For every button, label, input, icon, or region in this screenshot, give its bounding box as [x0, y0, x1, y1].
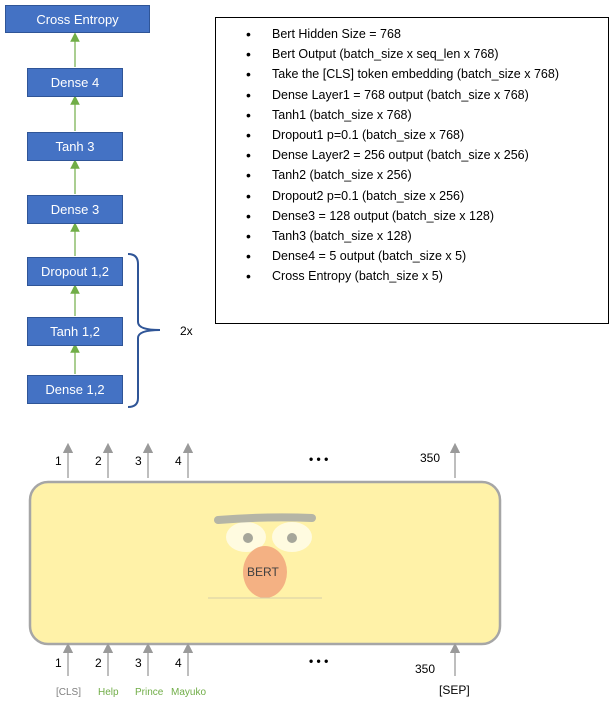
top-position-1: 1 [55, 454, 62, 468]
bottom-position-1: 1 [55, 656, 62, 670]
notes-panel: Bert Hidden Size = 768 Bert Output (batc… [215, 17, 609, 324]
top-position-2: 2 [95, 454, 102, 468]
repeat-brace [127, 253, 161, 408]
note-item: Tanh1 (batch_size x 768) [246, 105, 559, 125]
bert-input-arrows [62, 642, 461, 676]
box-cross-entropy: Cross Entropy [5, 5, 150, 33]
box-dense-4: Dense 4 [27, 68, 123, 97]
top-ellipsis: • • • [309, 452, 329, 466]
note-item: Bert Output (batch_size x seq_len x 768) [246, 44, 559, 64]
note-item: Dense4 = 5 output (batch_size x 5) [246, 246, 559, 266]
repeat-label: 2x [180, 324, 193, 338]
note-item: Dropout1 p=0.1 (batch_size x 768) [246, 125, 559, 145]
bottom-position-3: 3 [135, 656, 142, 670]
token-cls: [CLS] [56, 687, 82, 698]
notes-list: Bert Hidden Size = 768 Bert Output (batc… [246, 24, 559, 287]
note-item: Dropout2 p=0.1 (batch_size x 256) [246, 186, 559, 206]
note-item: Take the [CLS] token embedding (batch_si… [246, 64, 559, 84]
box-tanh-1-2: Tanh 1,2 [27, 317, 123, 346]
box-dropout-1-2: Dropout 1,2 [27, 257, 123, 286]
token-help: Help [98, 687, 119, 698]
bert-label: BERT [247, 565, 279, 579]
box-dense-1-2: Dense 1,2 [27, 375, 123, 404]
top-position-350: 350 [420, 451, 441, 465]
top-position-3: 3 [135, 454, 142, 468]
note-item: Bert Hidden Size = 768 [246, 24, 559, 44]
note-item: Dense Layer1 = 768 output (batch_size x … [246, 85, 559, 105]
token-sep: [SEP] [439, 683, 470, 697]
box-dense-3: Dense 3 [27, 195, 123, 224]
note-item: Dense Layer2 = 256 output (batch_size x … [246, 145, 559, 165]
bottom-position-2: 2 [95, 656, 102, 670]
note-item: Cross Entropy (batch_size x 5) [246, 266, 559, 286]
note-item: Tanh2 (batch_size x 256) [246, 165, 559, 185]
box-tanh-3: Tanh 3 [27, 132, 123, 161]
top-position-4: 4 [175, 454, 182, 468]
bottom-ellipsis: • • • [309, 654, 329, 668]
bert-output-arrows [62, 442, 461, 478]
note-item: Dense3 = 128 output (batch_size x 128) [246, 206, 559, 226]
bottom-position-4: 4 [175, 656, 182, 670]
note-item: Tanh3 (batch_size x 128) [246, 226, 559, 246]
bottom-position-350: 350 [415, 662, 436, 676]
token-prince: Prince [135, 687, 164, 698]
bert-face-illustration [208, 513, 322, 599]
token-mayuko: Mayuko [171, 687, 207, 698]
